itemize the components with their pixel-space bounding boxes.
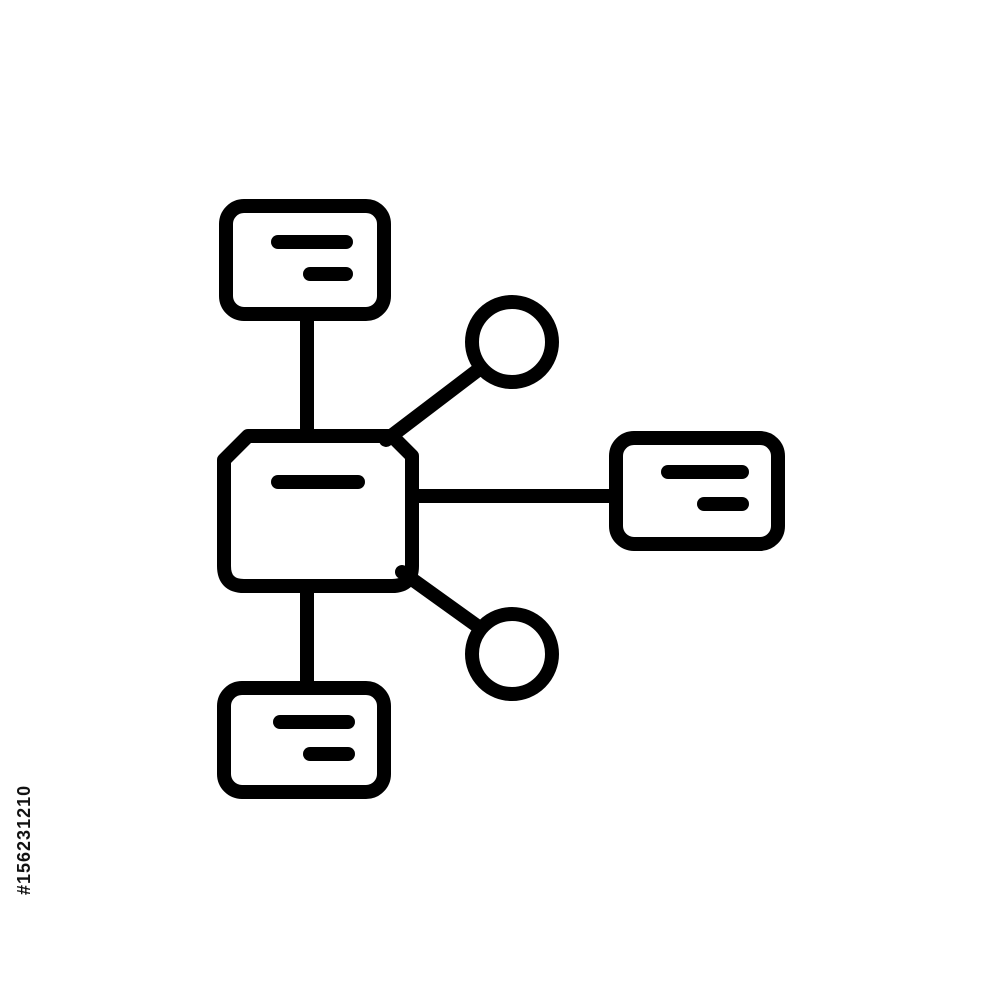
lower-circle-node bbox=[465, 607, 559, 701]
bottom-node-box bbox=[217, 681, 391, 799]
upper-circle-node bbox=[465, 295, 559, 389]
connector-hub-to-upper-circle bbox=[379, 363, 485, 447]
hub-node-box bbox=[217, 429, 419, 593]
top-node-box bbox=[219, 199, 391, 321]
right-node-box bbox=[609, 431, 785, 551]
